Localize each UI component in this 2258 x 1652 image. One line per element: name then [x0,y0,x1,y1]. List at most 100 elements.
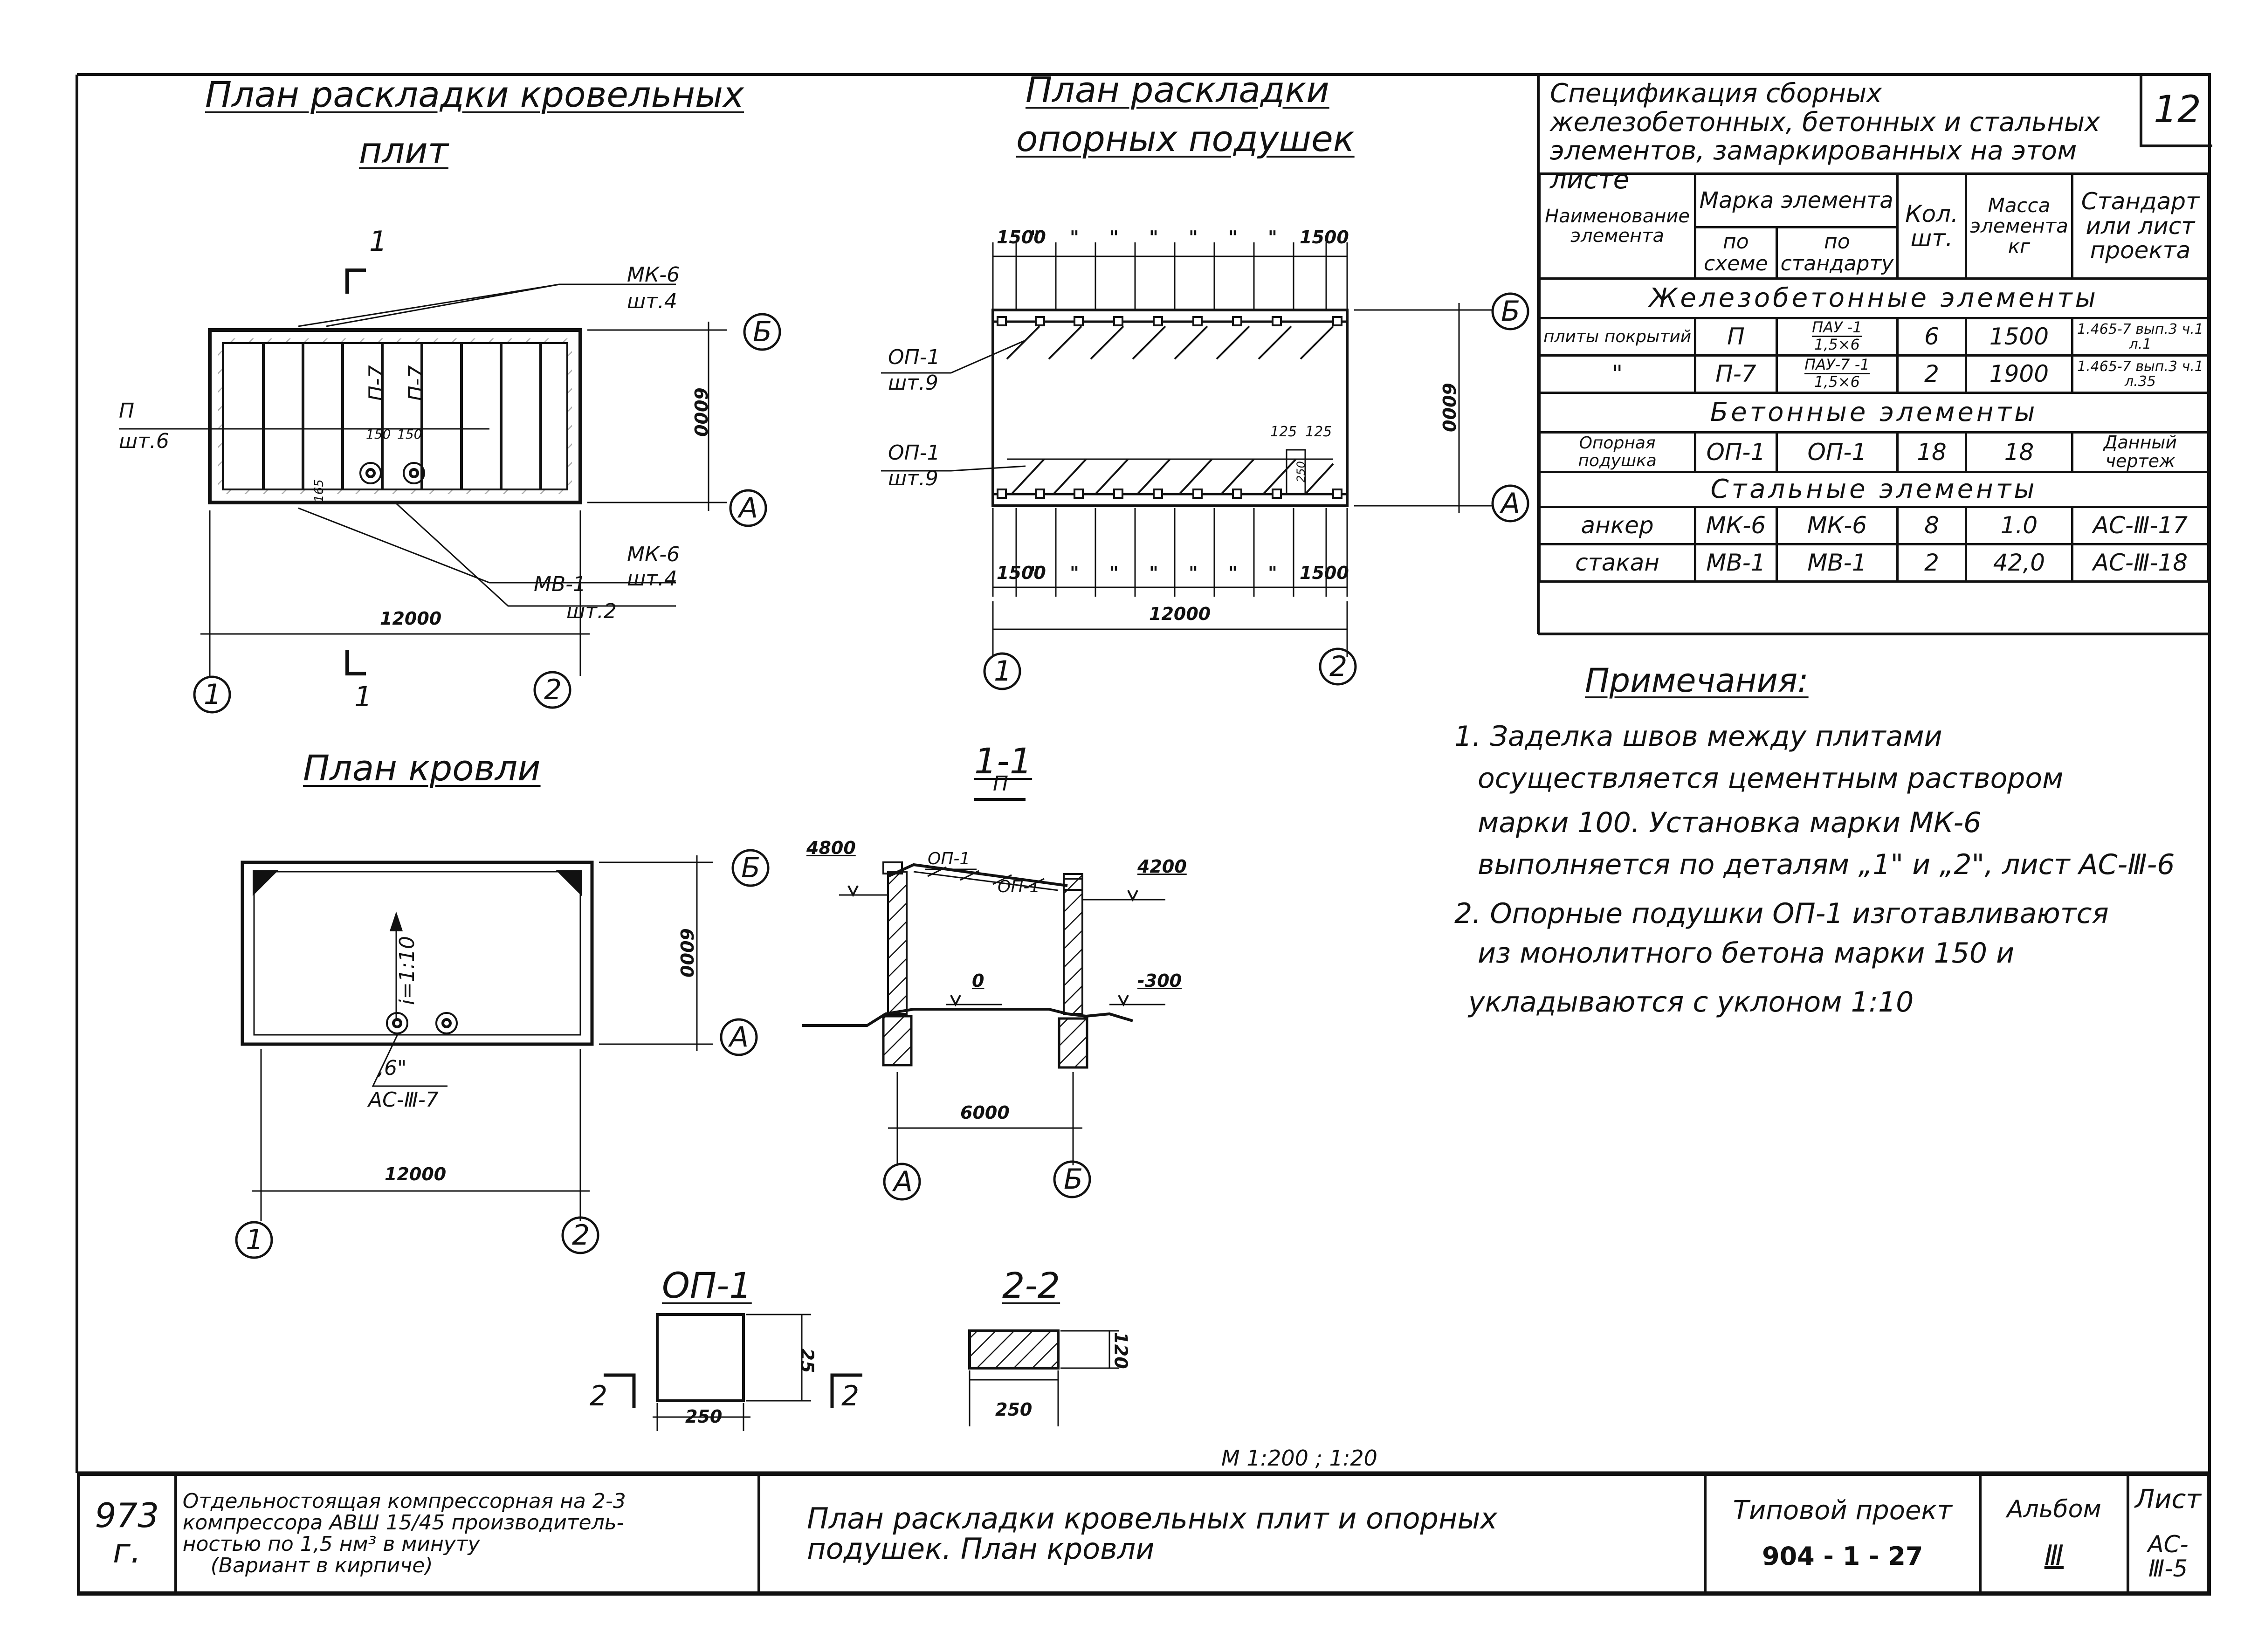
pad-ditto-b6: " [1228,563,1238,583]
label-p: П [119,399,135,423]
spec-header-mass: Масса элемента кг [1964,172,2073,280]
label-op1-bottom-qty: шт.9 [888,467,938,490]
stamp-sheet-title: План раскладки кровельных плит и опорных… [757,1473,1707,1594]
pad-dim-1500-bottom-right: 1500 [1300,563,1349,583]
spec-cell: стакан [1538,543,1697,583]
pad-ditto-b5: " [1189,563,1198,583]
note-1-line-4: выполняется по деталям „1" и „2", лист А… [1478,848,2175,881]
section-dim-6000: 6000 [960,1102,1010,1123]
roof-dim-width: 12000 [385,1164,447,1184]
pad-ditto-6: " [1228,227,1238,248]
axis-a-label: А [739,492,758,524]
table-row: анкер МК-6 МК-6 8 1.0 АС-Ⅲ-17 [1538,506,2210,545]
note-2-line-3: укладываются с уклоном 1:10 [1468,986,1914,1019]
spec-cell: 1.0 [1964,506,2073,545]
pad-dim-height: 6000 [1438,383,1459,432]
pad-ditto-b4: " [1149,563,1158,583]
table-row: стакан МВ-1 МВ-1 2 42,0 АС-Ⅲ-18 [1538,543,2210,583]
dim-width: 12000 [380,608,442,629]
pad-ditto-b3: " [1109,563,1119,583]
label-op1-top-qty: шт.9 [888,371,938,395]
roof-axis-1-label: 1 [246,1224,264,1256]
slab-p7-b: П-7 [404,365,428,401]
axis-2-label: 2 [544,674,562,706]
spec-cell: МВ-1 [1694,543,1778,583]
level-minus300: -300 [1137,971,1182,991]
pad-axis-1-label: 1 [994,655,1012,688]
section-1-1-drawing [802,798,1165,1201]
slab-layout-title: План раскладки кровельных [205,74,744,115]
spec-cell: плиты покрытий [1538,317,1697,357]
label-mk6-bottom: МК-6 [627,543,680,566]
title-block: 973 г. Отдельностоящая компрессорная на … [77,1473,2210,1594]
spec-cell: АС-Ⅲ-18 [2071,543,2210,583]
slab-layout-title-2: плит [359,130,448,171]
dim-150-b: 150 [397,427,422,442]
spec-cell: 1500 [1964,317,2073,357]
roof-plan-drawing [235,849,770,1259]
pad-ditto-3: " [1109,227,1119,248]
note-2-line-1: 2. Опорные подушки ОП-1 изготавливаются [1454,897,2109,930]
level-0: 0 [972,971,984,991]
detail-op1-cut-left: 2 [590,1380,608,1412]
label-mv1-qty: шт.2 [566,599,617,623]
label-mk6-top-qty: шт.4 [627,289,677,313]
spec-header-mark-scheme: по схеме [1694,226,1778,280]
dim-height: 6000 [690,387,711,437]
spec-cell: П-7 [1694,354,1778,394]
stamp-project: Типовой проект 904 - 1 - 27 [1703,1473,1982,1594]
spec-cell: ОП-1 [1775,431,1899,473]
pad-ditto-4: " [1149,227,1158,248]
dim-165: 165 [312,479,326,502]
pad-ditto-b2: " [1070,563,1079,583]
label-p-qty: шт.6 [119,429,169,453]
pad-dim-1500-top-right: 1500 [1300,227,1349,248]
pad-ditto-b1: " [1030,563,1040,583]
spec-cell: 1.465-7 вып.3 ч.1 л.1 [2071,317,2210,357]
pad-ditto-7: " [1268,227,1277,248]
scale-note: М 1:200 ; 1:20 [1221,1446,1377,1471]
pad-dim-width: 12000 [1149,604,1211,624]
note-1-line-2: осуществляется цементным раствором [1478,762,2064,795]
roof-detail-sheet: АС-Ⅲ-7 [368,1088,439,1112]
note-1-line-1: 1. Заделка швов между плитами [1454,720,1942,753]
stamp-sheet: Лист АС-Ⅲ-5 [2127,1473,2210,1594]
roof-axis-b-label: Б [741,852,761,884]
section-2-2-dim-120: 120 [1110,1332,1131,1369]
dim-150-a: 150 [366,427,391,442]
axis-b-label: Б [753,316,772,348]
roof-axis-2-label: 2 [572,1219,590,1252]
section-mark-1-bottom: 1 [354,681,372,713]
section-axis-a-label: А [894,1165,913,1198]
section-2-2-title: 2-2 [1002,1265,1060,1306]
roof-slope: i=1:10 [395,936,419,1005]
spec-cell: Данный чертеж [2071,431,2210,473]
pad-dim-125-b: 125 [1305,424,1332,440]
spec-cell: 18 [1896,431,1967,473]
pad-ditto-1: " [1030,227,1040,248]
label-mk6-bottom-qty: шт.4 [627,567,677,591]
pad-dim-250: 250 [1294,461,1308,482]
pad-axis-a-label: А [1501,487,1521,520]
roof-detail-ref: ,6" [378,1056,407,1080]
spec-header-mark: Марка элемента [1694,172,1899,228]
pad-ditto-2: " [1070,227,1079,248]
spec-cell: 42,0 [1964,543,2073,583]
pad-dim-1500-bottom-left: 1500 [997,563,1046,583]
pad-axis-b-label: Б [1501,295,1521,328]
axis-1-label: 1 [204,678,222,711]
notes-title: Примечания: [1585,661,1809,700]
spec-header-mark-standard: по стандарту [1775,226,1899,280]
detail-op1-dim-25: 25 [797,1348,818,1373]
section-2-2-drawing [968,1329,1119,1426]
spec-header-name: Наименование элемента [1538,172,1697,280]
spec-group-steel: Стальные элементы [1538,471,2210,508]
level-4200: 4200 [1137,856,1187,877]
roof-axis-a-label: А [730,1021,749,1053]
spec-cell: МК-6 [1694,506,1778,545]
spec-cell: 2 [1896,354,1967,394]
note-2-line-2: из монолитного бетона марки 150 и [1478,937,2015,970]
